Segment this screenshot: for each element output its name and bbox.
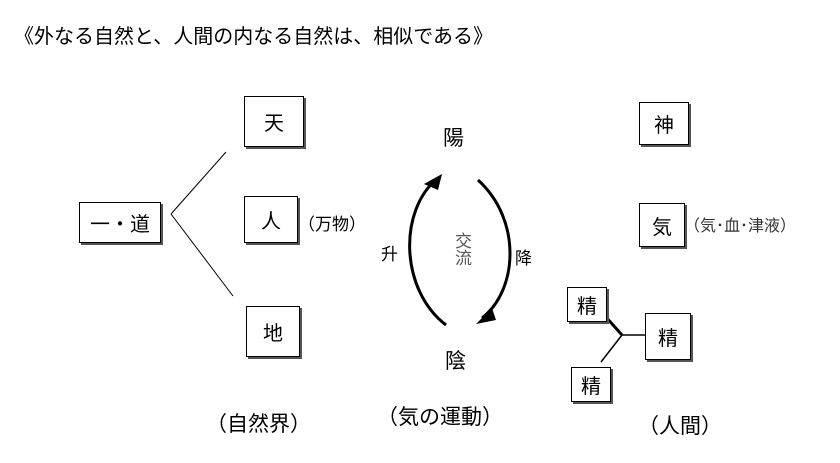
- human-caption: （人間）: [638, 414, 722, 438]
- yin-label: 陰: [445, 349, 466, 373]
- descend-label: 降: [515, 249, 532, 269]
- qi-label: 気: [652, 214, 672, 239]
- nature-caption: （自然界）: [206, 412, 311, 436]
- human-label: 人: [261, 209, 281, 233]
- rise-arrowhead: [424, 174, 442, 190]
- qi-note: （気･血･津液）: [684, 216, 797, 235]
- essence-line-bottom: [600, 334, 623, 363]
- spirit-box: 神: [639, 102, 689, 145]
- essence-center-label: 精: [658, 326, 678, 350]
- qi-caption: （気の運動）: [377, 405, 503, 429]
- qi-box: 気: [639, 203, 685, 247]
- essence-center-box: 精: [645, 313, 691, 360]
- essence-line-top: [603, 314, 624, 337]
- descend-arrowhead: [476, 308, 496, 324]
- yang-label: 陽: [443, 126, 464, 150]
- rise-arrow: [408, 176, 447, 327]
- rise-label: 升: [381, 245, 398, 265]
- essence-top-box: 精: [567, 287, 607, 322]
- earth-box: 地: [246, 306, 300, 357]
- spirit-label: 神: [654, 113, 674, 137]
- heaven-label: 天: [264, 111, 284, 135]
- earth-label: 地: [263, 321, 283, 345]
- human-note: （万物）: [298, 215, 366, 235]
- exchange-label: 交流: [451, 232, 471, 266]
- essence-bottom-box: 精: [571, 367, 611, 402]
- heaven-box: 天: [244, 96, 304, 147]
- branch-line-heaven: [170, 151, 227, 215]
- origin-label: 一・道: [90, 212, 150, 236]
- page-title: 《外なる自然と、人間の内なる自然は、相似である》: [14, 24, 493, 48]
- essence-top-label: 精: [577, 294, 597, 318]
- origin-box: 一・道: [79, 202, 161, 243]
- human-box: 人: [244, 196, 298, 243]
- descend-arrow: [476, 178, 512, 320]
- branch-line-earth: [170, 213, 234, 297]
- essence-bottom-label: 精: [581, 374, 601, 398]
